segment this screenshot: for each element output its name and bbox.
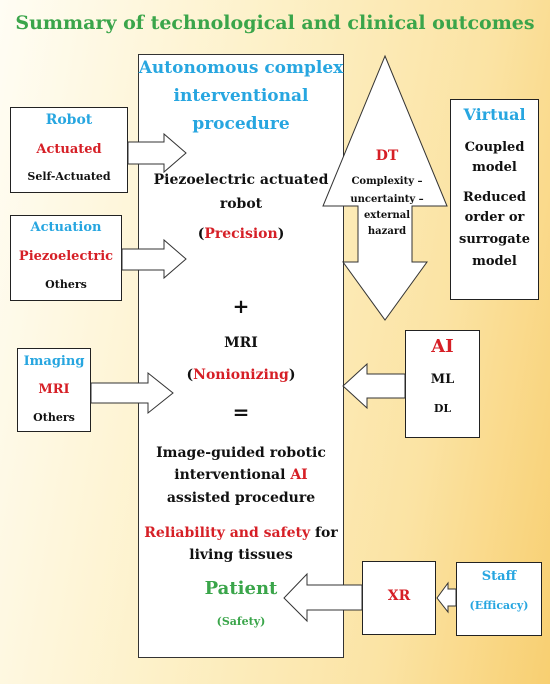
center-heading-line1: Autonomous complex <box>138 58 344 78</box>
dt-line2: uncertainty – <box>350 194 424 205</box>
center-result-line1: Image-guided robotic <box>156 445 326 461</box>
center-nonionizing: (Nonionizing) <box>138 367 344 383</box>
actuation-item-others: Others <box>45 278 87 291</box>
dt-title: DT <box>375 148 399 164</box>
staff-item-efficacy: (Efficacy) <box>469 599 529 612</box>
precision-open-paren: ( <box>197 226 205 242</box>
xr-box <box>362 561 436 635</box>
center-reliability: Reliability and safety for <box>138 525 344 541</box>
reliability-for: for <box>310 525 338 541</box>
dt-line1: Complexity – <box>351 176 423 187</box>
virtual-title: Virtual <box>463 105 526 124</box>
center-result-line2: interventional AI <box>138 467 344 483</box>
virtual-box <box>450 99 539 300</box>
imaging-item-mri: MRI <box>38 382 70 397</box>
nonionizing-label: Nonionizing <box>193 367 289 383</box>
precision-label: Precision <box>204 226 278 242</box>
imaging-title: Imaging <box>23 354 85 369</box>
result-interventional: interventional <box>174 467 291 483</box>
virtual-line1: Coupled <box>464 140 525 155</box>
ai-item-ml: ML <box>430 372 455 387</box>
precision-close-paren: ) <box>277 226 285 242</box>
ai-box <box>405 330 480 438</box>
center-robot-line2: robot <box>219 196 263 212</box>
nonionizing-open-paren: ( <box>186 367 194 383</box>
imaging-item-others: Others <box>33 411 75 424</box>
staff-title: Staff <box>481 569 517 584</box>
center-heading-line3: procedure <box>192 114 290 134</box>
virtual-line3: Reduced <box>463 190 526 205</box>
nonionizing-close-paren: ) <box>288 367 296 383</box>
center-plus: + <box>232 294 250 318</box>
center-robot-line1: Piezoelectric actuated <box>153 172 329 188</box>
ai-item-dl: DL <box>433 402 452 415</box>
virtual-line4: order or <box>464 210 525 225</box>
center-precision: (Precision) <box>138 226 344 242</box>
ai-title: AI <box>431 336 454 357</box>
actuation-title: Actuation <box>30 220 102 235</box>
robot-title: Robot <box>45 112 93 128</box>
staff-box <box>456 562 542 636</box>
center-patient: Patient <box>204 578 278 599</box>
center-mri: MRI <box>224 335 258 351</box>
center-heading-line2: interventional <box>173 86 309 106</box>
result-ai: AI <box>290 467 308 483</box>
actuation-item-piezoelectric: Piezoelectric <box>18 249 114 264</box>
virtual-line6: model <box>472 254 517 269</box>
center-safety: (Safety) <box>216 615 266 628</box>
virtual-line5: surrogate <box>459 232 530 247</box>
center-living-tissues: living tissues <box>189 547 293 563</box>
actuation-box <box>10 215 122 301</box>
robot-item-self-actuated: Self-Actuated <box>27 170 111 183</box>
virtual-line2: model <box>472 160 517 175</box>
center-equals: = <box>232 400 250 424</box>
dt-line4: hazard <box>367 226 407 237</box>
dt-line3: external <box>363 210 411 221</box>
diagram-title: Summary of technological and clinical ou… <box>15 12 535 34</box>
reliability-label: Reliability and safety <box>144 525 311 541</box>
center-result-line3: assisted procedure <box>166 490 316 506</box>
robot-item-actuated: Actuated <box>36 142 102 157</box>
xr-title: XR <box>387 588 411 604</box>
robot-box <box>10 107 128 193</box>
